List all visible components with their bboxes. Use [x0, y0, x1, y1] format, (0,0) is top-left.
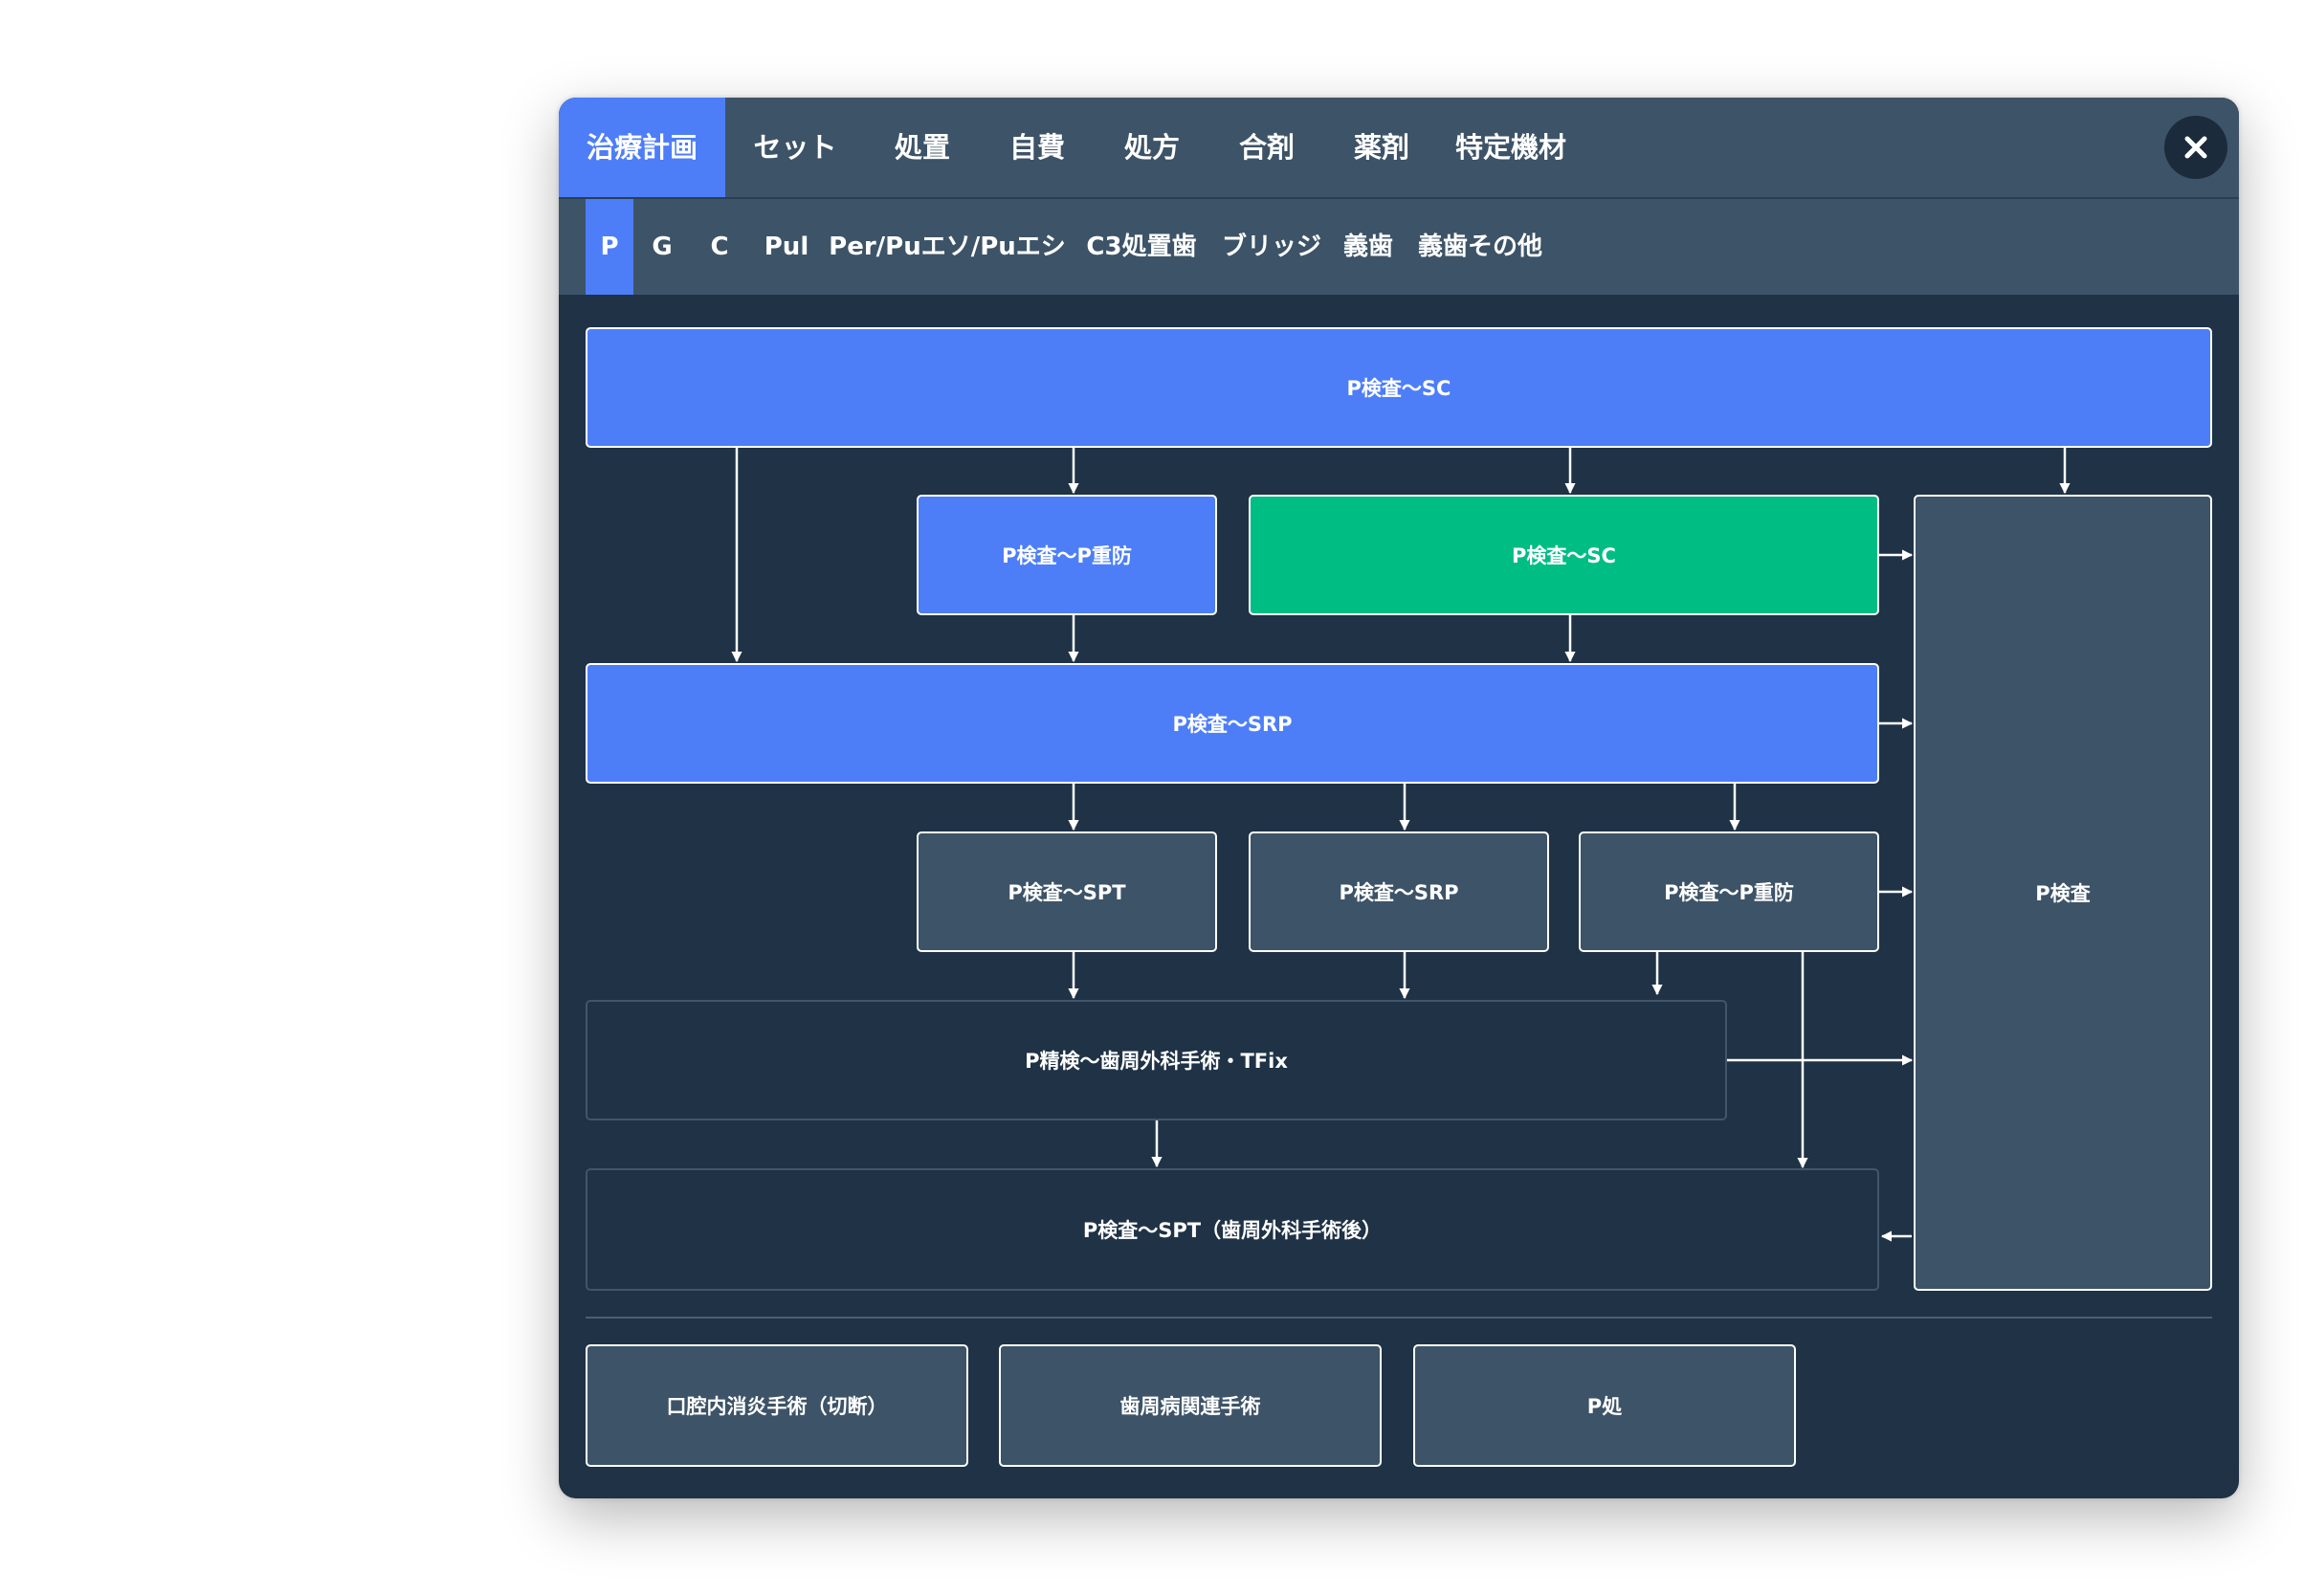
flow-node-p-kensa-sc-top[interactable]: P検査〜SC: [586, 327, 2212, 448]
subtab-denture-other[interactable]: 義歯その他: [1417, 233, 1542, 261]
extra-oral-surgery-button[interactable]: 口腔内消炎手術（切断）: [586, 1344, 968, 1467]
tab-special-materials[interactable]: 特定機材: [1454, 131, 1566, 164]
flow-node-p-kensa-srp-main[interactable]: P検査〜SRP: [586, 663, 1879, 784]
flow-node-p-kensa-sc-selected[interactable]: P検査〜SC: [1249, 495, 1879, 615]
tab-procedure[interactable]: 処置: [894, 131, 950, 164]
tab-self-pay[interactable]: 自費: [1008, 131, 1065, 164]
subtab-c3[interactable]: C3処置歯: [1086, 233, 1197, 261]
flow-node-p-seiken-surgery[interactable]: P精検〜歯周外科手術・TFix: [586, 1000, 1727, 1120]
close-icon: [2184, 136, 2207, 159]
subtab-per-pu[interactable]: Per/Puエソ/Puエシ: [829, 233, 1066, 261]
tab-treatment-plan[interactable]: 治療計画: [559, 98, 725, 197]
subtab-g[interactable]: G: [652, 233, 673, 261]
main-tab-bar: 治療計画 セット 処置 自費 処方 合剤 薬剤 特定機材: [559, 98, 2239, 199]
tab-medicine[interactable]: 薬剤: [1353, 131, 1409, 164]
subtab-bridge[interactable]: ブリッジ: [1221, 233, 1321, 261]
subtab-c[interactable]: C: [710, 233, 729, 261]
sub-tab-bar: P G C Pul Per/Puエソ/Puエシ C3処置歯 ブリッジ 義歯 義歯…: [559, 199, 2239, 295]
flow-node-p-kensa-spt-after-surgery[interactable]: P検査〜SPT（歯周外科手術後）: [586, 1168, 1879, 1291]
extra-perio-surgery-button[interactable]: 歯周病関連手術: [999, 1344, 1382, 1467]
section-divider: [586, 1317, 2212, 1319]
treatment-plan-dialog: 治療計画 セット 処置 自費 処方 合剤 薬剤 特定機材 P G C Pul P…: [559, 98, 2239, 1498]
tab-prescription[interactable]: 処方: [1123, 131, 1180, 164]
flow-connectors: [731, 448, 2071, 1242]
subtab-p[interactable]: P: [586, 199, 633, 295]
subtab-denture[interactable]: 義歯: [1342, 233, 1393, 261]
subtab-pul[interactable]: Pul: [764, 233, 809, 261]
tab-compound[interactable]: 合剤: [1238, 131, 1295, 164]
flow-node-p-kensa-srp-sub[interactable]: P検査〜SRP: [1249, 831, 1549, 952]
flow-node-p-kensa-spt[interactable]: P検査〜SPT: [917, 831, 1217, 952]
flow-node-p-kensa-p-jubo-2[interactable]: P検査〜P重防: [1579, 831, 1879, 952]
extra-p-sho-button[interactable]: P処: [1413, 1344, 1796, 1467]
flow-node-p-kensa-p-jubo[interactable]: P検査〜P重防: [917, 495, 1217, 615]
close-button[interactable]: [2164, 116, 2227, 179]
tab-set[interactable]: セット: [753, 131, 837, 164]
flow-node-p-kensa[interactable]: P検査: [1914, 495, 2212, 1291]
